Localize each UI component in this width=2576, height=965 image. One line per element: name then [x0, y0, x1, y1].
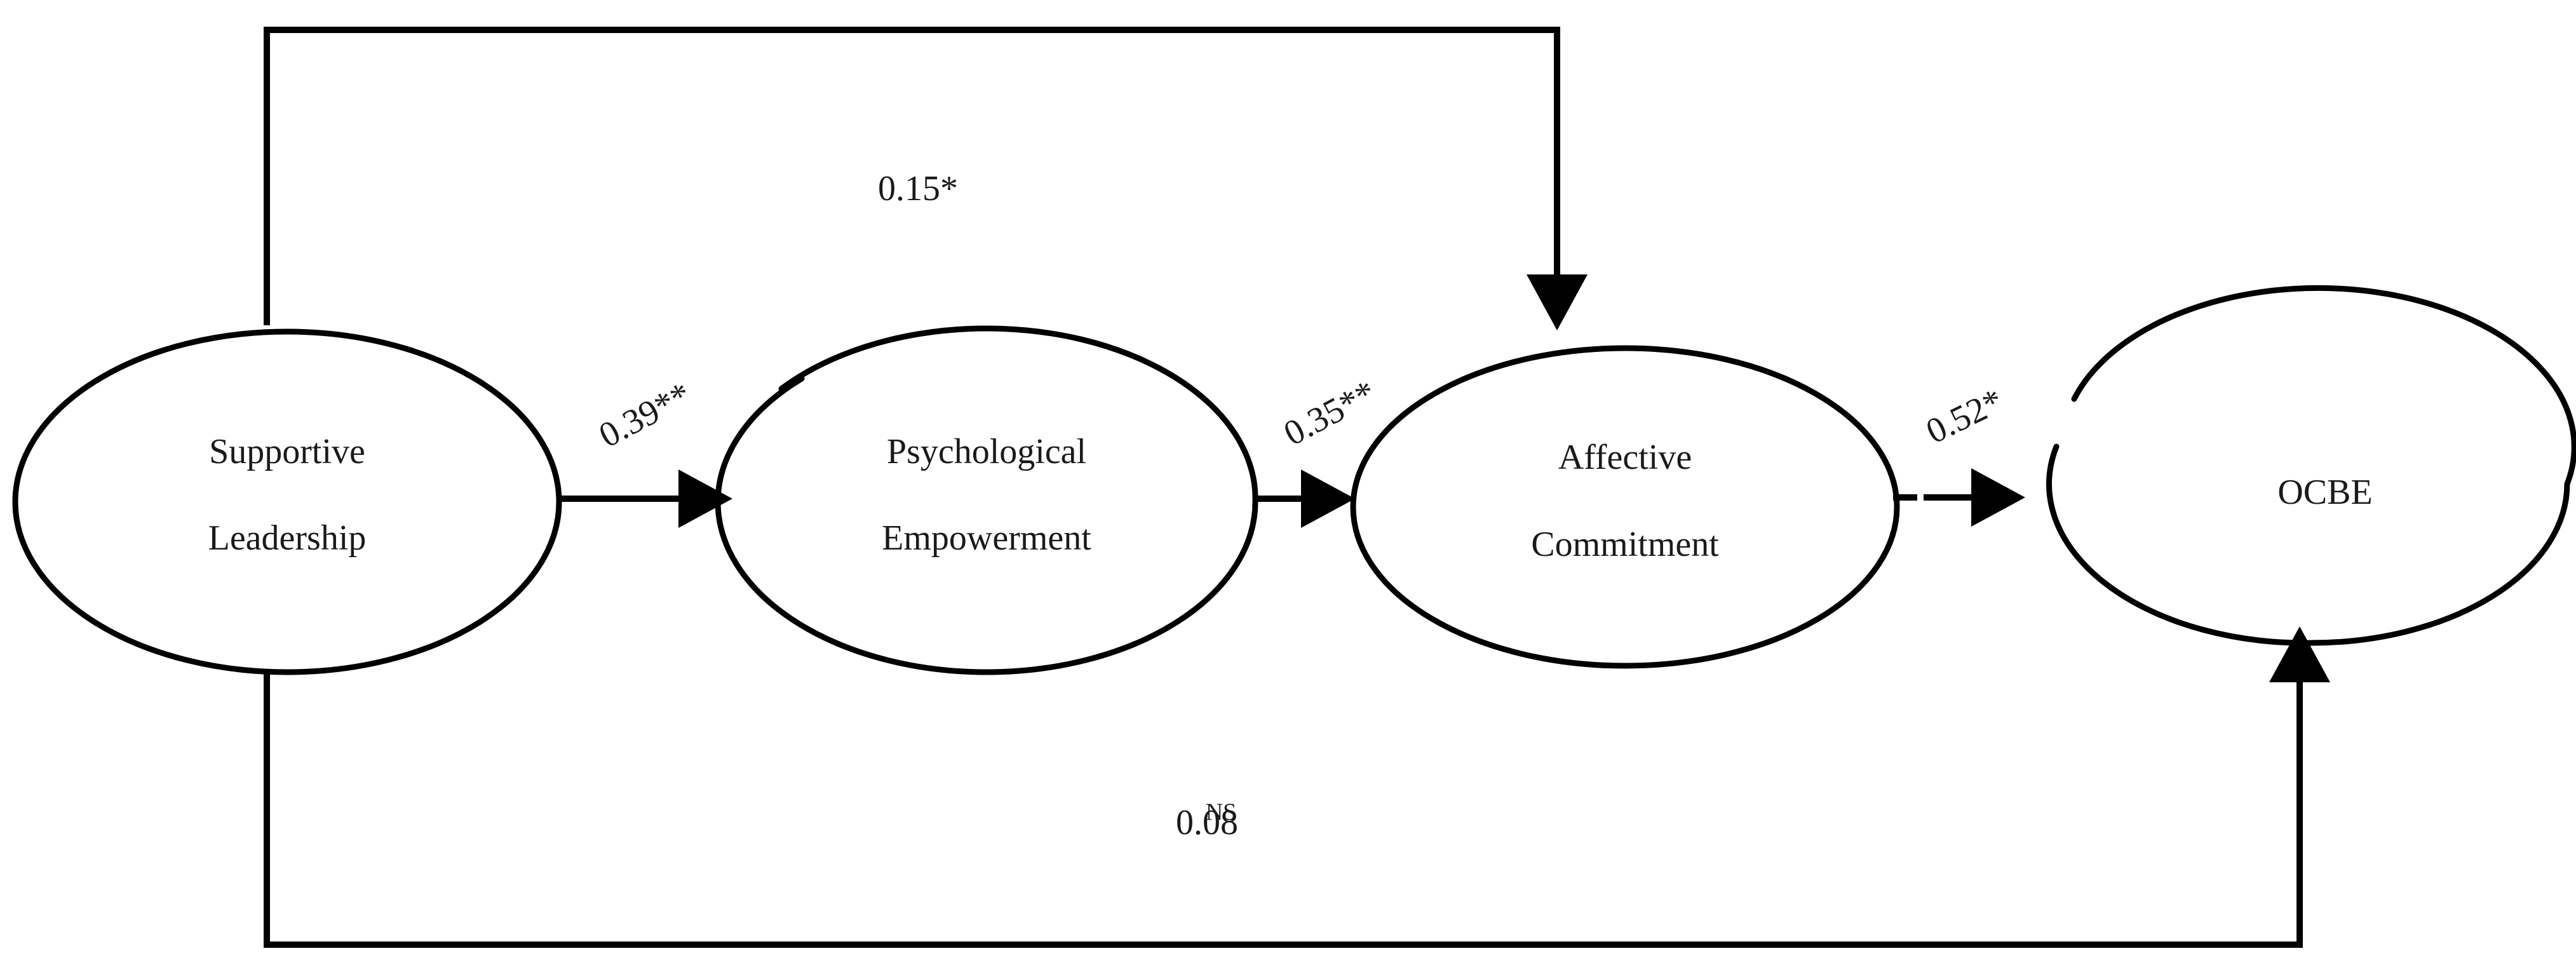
edge-sl-to-ocbe-significance: NS — [1206, 799, 1237, 826]
ocbe-ellipse[interactable] — [2046, 285, 2576, 646]
edge-sl-to-ocbe-line — [264, 644, 2303, 948]
edge-sl-to-pe-label: 0.39** — [593, 375, 698, 456]
supportive-leadership-label-line2: Leadership — [208, 518, 367, 558]
supportive-leadership-label-line1: Supportive — [209, 432, 365, 471]
node-affective-commitment[interactable]: Affective Commitment — [1350, 345, 1900, 669]
edge-sl-to-ocbe-label: 0.08 — [1176, 803, 1238, 842]
ocbe-label: OCBE — [2277, 473, 2372, 512]
edge-pe-to-ac-label: 0.35** — [1278, 373, 1382, 454]
edge-sl-to-ac-label: 0.15* — [878, 169, 958, 208]
edge-sl-to-ac — [264, 27, 1588, 330]
edge-sl-to-pe: 0.39** — [558, 375, 732, 528]
node-psychological-empowerment[interactable]: Psychological Empowerment — [715, 325, 1258, 675]
edge-pe-to-ac-arrowhead — [1301, 469, 1355, 528]
edge-sl-to-pe-arrowhead — [678, 469, 732, 528]
supportive-leadership-ellipse[interactable] — [12, 328, 562, 675]
edge-sl-to-ocbe-arrowhead — [2269, 626, 2330, 682]
node-supportive-leadership[interactable]: Supportive Leadership — [12, 328, 562, 675]
node-ocbe[interactable]: OCBE — [2046, 285, 2576, 646]
edge-ac-to-ocbe-label: 0.52* — [1920, 381, 2009, 452]
edge-ac-to-ocbe: 0.52* — [1893, 381, 2025, 527]
affective-commitment-label-line1: Affective — [1558, 438, 1692, 477]
psychological-empowerment-label-line2: Empowerment — [882, 518, 1091, 558]
affective-commitment-ellipse[interactable] — [1350, 345, 1900, 669]
psychological-empowerment-ellipse[interactable] — [715, 325, 1258, 675]
psychological-empowerment-label-line1: Psychological — [887, 432, 1086, 471]
edge-sl-to-ocbe-label-group: 0.08 NS — [1176, 799, 1238, 842]
affective-commitment-label-line2: Commitment — [1531, 525, 1719, 564]
edge-sl-to-ocbe — [264, 626, 2330, 948]
edge-ac-to-ocbe-arrowhead — [1971, 468, 2025, 527]
edge-sl-to-ac-arrowhead — [1527, 274, 1588, 330]
edge-sl-to-ac-line — [264, 27, 1560, 325]
